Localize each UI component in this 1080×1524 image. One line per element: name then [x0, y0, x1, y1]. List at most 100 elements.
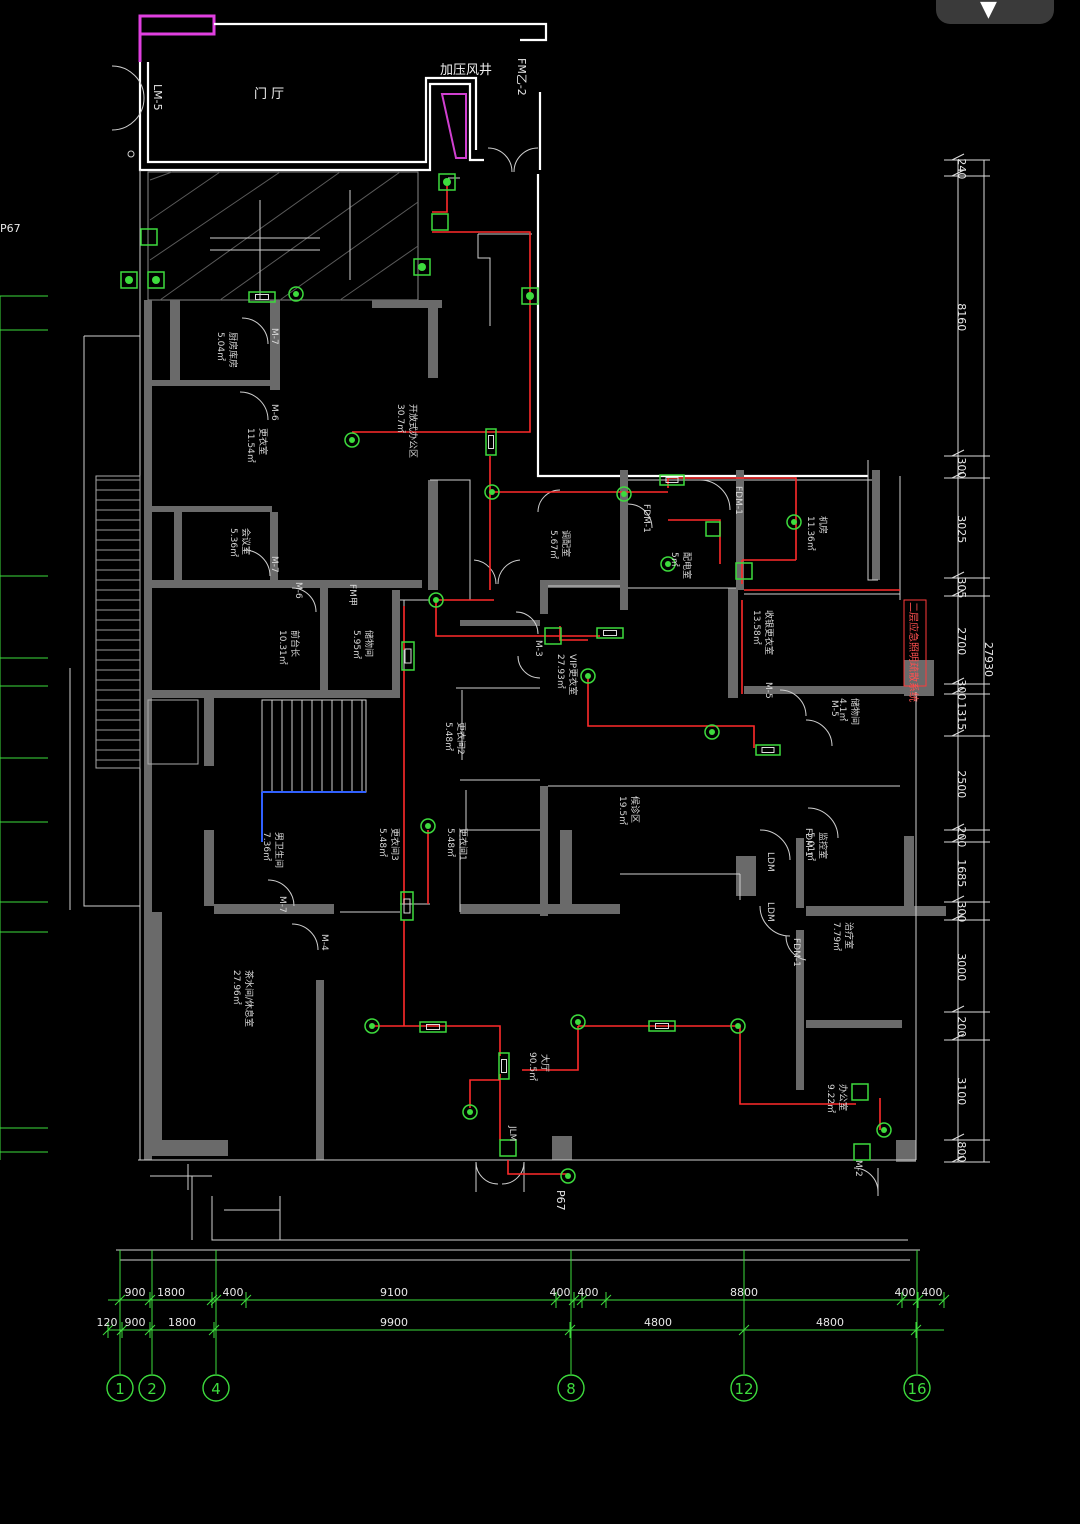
- dim-right-label: 800: [955, 1141, 968, 1162]
- dim-right-label: 3025: [955, 515, 968, 543]
- door-tag-label: M-5: [829, 700, 839, 717]
- dim-right-label: 8160: [955, 303, 968, 331]
- room-name-label: 候诊区: [629, 796, 641, 823]
- exit-sign-icon: [596, 627, 624, 639]
- door-tag-label: M-6: [293, 582, 303, 599]
- emergency-light-dot: [349, 437, 355, 443]
- room-name-label: 储物间: [849, 698, 861, 725]
- emergency-light-dot: [565, 1173, 571, 1179]
- emergency-light-icon: [364, 1018, 380, 1034]
- dim-total-label: 27930: [982, 642, 995, 677]
- door-tag-label: FDM-1: [733, 486, 743, 515]
- lobby-block: [111, 14, 868, 478]
- side-code-label: P67: [0, 222, 21, 235]
- dim-row2-label: 900: [125, 1316, 146, 1329]
- emergency-light-dot: [467, 1109, 473, 1115]
- door-lm5-label: LM-5: [151, 84, 164, 111]
- axis-bubble: [557, 1374, 585, 1402]
- emergency-lights: [120, 173, 892, 1184]
- room-area-label: 30.7㎡: [395, 404, 406, 433]
- hall-name: 大厅: [539, 1054, 551, 1072]
- dim-right-label: 300: [955, 901, 968, 922]
- emergency-light-dot: [709, 729, 715, 735]
- room-name-label: 治疗室: [843, 922, 855, 949]
- dim-row1-label: 900: [125, 1286, 146, 1299]
- emergency-light-dot: [585, 673, 591, 679]
- axis-bubble: [903, 1374, 931, 1402]
- room-name-label: 更衣间2: [455, 722, 467, 755]
- emergency-light-icon: [876, 1122, 892, 1138]
- room-name-label: 更衣间3: [389, 828, 401, 861]
- exit-sign-icon: [485, 428, 497, 456]
- room-area-label: 9.22㎡: [825, 1084, 836, 1113]
- external-stair: [95, 475, 141, 769]
- emergency-light-dot: [293, 291, 299, 297]
- dim-right-label: 200: [955, 826, 968, 847]
- room-area-label: 27.96㎡: [231, 970, 242, 1005]
- dim-row1-label: 400: [550, 1286, 571, 1299]
- junction-box-icon: [147, 271, 165, 289]
- room-area-label: 5.67㎡: [548, 530, 559, 559]
- room-area-label: 5.48㎡: [377, 828, 388, 857]
- room-area-label: 5.48㎡: [445, 828, 456, 857]
- emergency-light-icon: [560, 1168, 576, 1184]
- dim-row1-label: 9100: [380, 1286, 408, 1299]
- emergency-light-icon: [484, 484, 500, 500]
- room-area-label: 19.5㎡: [617, 796, 628, 825]
- dim-right-label: 1685: [955, 859, 968, 887]
- exit-sign-arrow: [488, 435, 494, 449]
- chevron-down-icon: ▼: [980, 0, 997, 22]
- emergency-light-dot: [665, 561, 671, 567]
- room-area-label: 11.54㎡: [245, 428, 256, 463]
- dim-row1-label: 400: [578, 1286, 599, 1299]
- room-area-label: 7.79㎡: [831, 922, 842, 951]
- emergency-light-icon: [730, 1018, 746, 1034]
- door-tag-label: M-7: [269, 328, 279, 345]
- junction-box-dot: [152, 276, 160, 284]
- hall-area: 90.5㎡: [527, 1052, 538, 1081]
- dim-row2-label: 4800: [816, 1316, 844, 1329]
- dim-right-label: 2700: [955, 627, 968, 655]
- axis-number-label: 12: [734, 1380, 753, 1398]
- dim-row1-label: 400: [223, 1286, 244, 1299]
- dim-row2-label: 9900: [380, 1316, 408, 1329]
- dim-row1-label: 400: [922, 1286, 943, 1299]
- room-area-label: 10.31㎡: [277, 630, 288, 665]
- door-tag-label: M-4: [319, 934, 329, 951]
- dim-right-label: 300: [955, 679, 968, 700]
- walls: [144, 300, 946, 1162]
- emergency-light-icon: [580, 668, 596, 684]
- room-name-label: 调配室: [560, 530, 572, 557]
- collapse-toggle[interactable]: ▼: [936, 0, 1054, 24]
- exit-sign-icon: [401, 641, 415, 671]
- door-tag-label: M-3: [533, 640, 543, 657]
- door-swings: [239, 317, 879, 1196]
- room-area-label: 11.36㎡: [805, 516, 816, 551]
- door-tag-label: FM甲: [347, 584, 358, 606]
- exit-sign-arrow: [403, 898, 411, 914]
- dim-right-label: 3000: [955, 953, 968, 981]
- emergency-light-icon: [344, 432, 360, 448]
- dim-right-label: 1315: [955, 702, 968, 730]
- room-name-label: 机房: [817, 516, 829, 534]
- dim-right-label: 3100: [955, 1077, 968, 1105]
- room-area-label: 7.36㎡: [261, 832, 272, 861]
- exit-sign-icon: [248, 291, 276, 303]
- axis-bubble: [730, 1374, 758, 1402]
- junction-box-dot: [443, 178, 451, 186]
- switch-box-icon: [140, 228, 158, 246]
- exit-sign-icon: [648, 1020, 676, 1032]
- room-name-label: 厨房库房: [227, 332, 239, 368]
- door-tag-label: FDM-1: [803, 828, 813, 857]
- emergency-light-dot: [735, 1023, 741, 1029]
- switch-box-icon: [735, 562, 753, 580]
- junction-box-icon: [120, 271, 138, 289]
- junction-box-dot: [526, 292, 534, 300]
- interior-stair: [147, 699, 367, 842]
- emergency-light-icon: [786, 514, 802, 530]
- junction-box-dot: [418, 263, 426, 271]
- axis-bubble: [202, 1374, 230, 1402]
- emergency-light-icon: [420, 818, 436, 834]
- exit-sign-arrow: [603, 630, 617, 636]
- emergency-light-icon: [428, 592, 444, 608]
